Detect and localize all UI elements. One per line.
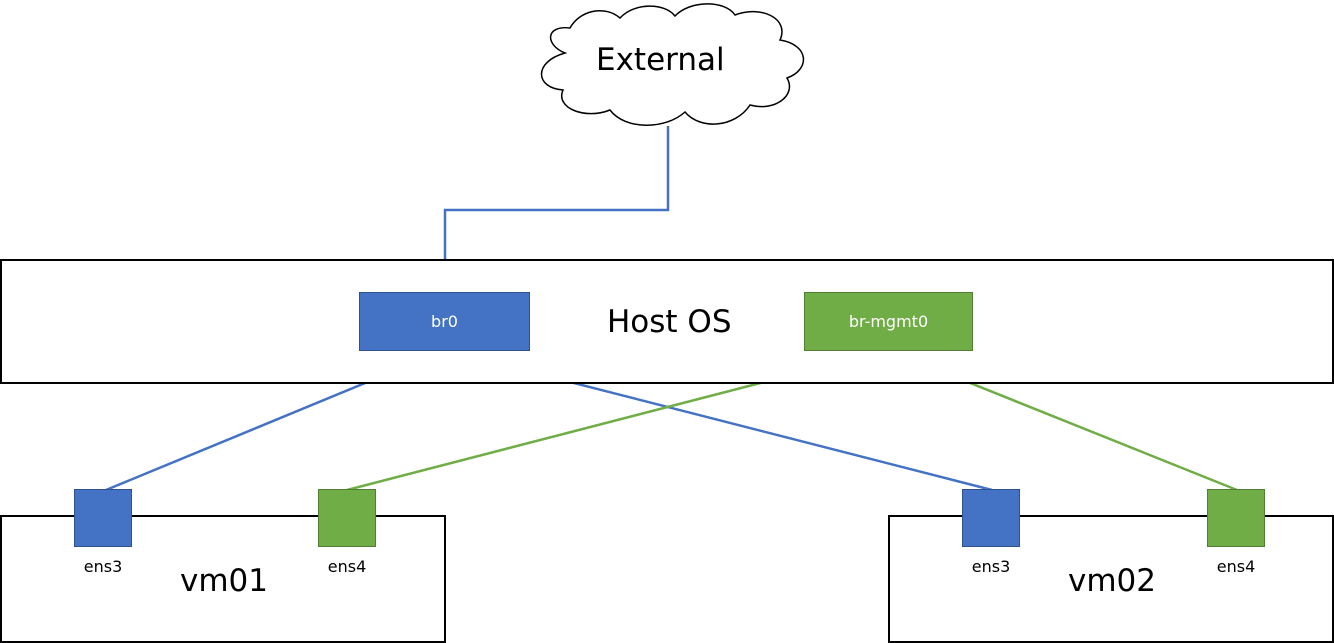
bridge-br-mgmt0-label: br-mgmt0 bbox=[848, 312, 929, 331]
cloud-icon bbox=[540, 3, 805, 126]
vm02-label: vm02 bbox=[1068, 563, 1156, 599]
vm02-ens4-label: ens4 bbox=[1216, 557, 1256, 576]
vm01-label: vm01 bbox=[180, 563, 268, 599]
vm02-ens4-port bbox=[1207, 489, 1265, 547]
bridge-br0: br0 bbox=[359, 292, 530, 351]
host-os-label: Host OS bbox=[607, 304, 732, 340]
vm02-ens3-port bbox=[962, 489, 1020, 547]
bridge-br-mgmt0: br-mgmt0 bbox=[804, 292, 973, 351]
vm02-ens3-label: ens3 bbox=[971, 557, 1011, 576]
vm01-ens4-port bbox=[318, 489, 376, 547]
vm01-ens4-label: ens4 bbox=[327, 557, 367, 576]
vm01-ens3-port bbox=[74, 489, 132, 547]
host-os-box bbox=[0, 259, 1334, 384]
vm01-ens3-label: ens3 bbox=[83, 557, 123, 576]
link-external-br0 bbox=[443, 126, 670, 293]
bridge-br0-label: br0 bbox=[431, 312, 458, 331]
cloud-label: External bbox=[596, 42, 725, 78]
